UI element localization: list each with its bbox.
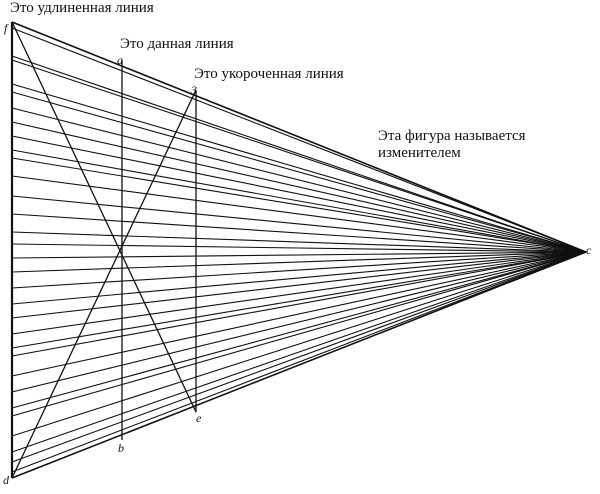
ray-line	[11, 251, 587, 319]
caption-shortened-line: Это укороченная линия	[194, 66, 344, 82]
ray-line	[11, 157, 587, 253]
caption-figure-name: Эта фигура называется изменителем	[378, 128, 526, 162]
caption-figure-name-line-1: Эта фигура называется	[378, 128, 526, 144]
point-label-e: e	[196, 411, 202, 425]
ray-line	[11, 251, 587, 453]
ray-line	[11, 195, 587, 253]
ray-line	[11, 175, 587, 253]
point-label-a: a	[117, 53, 123, 67]
ray-line	[11, 251, 587, 437]
cross-diagonal-down	[11, 21, 197, 413]
point-label-c: c	[586, 243, 592, 257]
ray-line	[11, 251, 587, 289]
ray-line	[11, 231, 587, 253]
ray-line	[11, 251, 587, 479]
cross-diagonal-up	[11, 89, 197, 479]
ray-line	[11, 149, 587, 253]
ray-line	[11, 91, 587, 253]
caption-lengthened-line: Это удлиненная линия	[10, 0, 154, 16]
caption-figure-name-line-2: изменителем	[378, 145, 461, 161]
ray-line	[11, 251, 587, 473]
point-label-f: f	[4, 21, 9, 35]
caption-given-line: Это данная линия	[120, 36, 234, 52]
ray-line	[11, 83, 587, 253]
ray-line	[11, 59, 587, 253]
ray-line	[11, 21, 587, 253]
ray-line	[11, 251, 587, 273]
ray-line	[11, 251, 587, 417]
point-label-d: d	[3, 473, 10, 487]
point-label-3: 3	[190, 83, 197, 97]
ray-line	[11, 251, 587, 357]
ray-line	[11, 135, 587, 253]
ray-line	[11, 213, 587, 253]
ray-line	[11, 243, 587, 253]
ray-line	[11, 251, 587, 305]
ray-line	[11, 251, 587, 335]
ray-line	[11, 55, 587, 253]
ray-line	[11, 121, 587, 253]
ray-line	[11, 251, 587, 259]
ray-line	[11, 251, 587, 463]
ray-line	[11, 251, 587, 377]
ray-line	[11, 251, 587, 349]
ray-line	[11, 27, 587, 253]
point-label-b: b	[118, 441, 124, 455]
ray-fan	[11, 21, 587, 479]
ray-line	[11, 107, 587, 253]
ray-line	[11, 251, 587, 409]
ray-line	[11, 251, 587, 393]
